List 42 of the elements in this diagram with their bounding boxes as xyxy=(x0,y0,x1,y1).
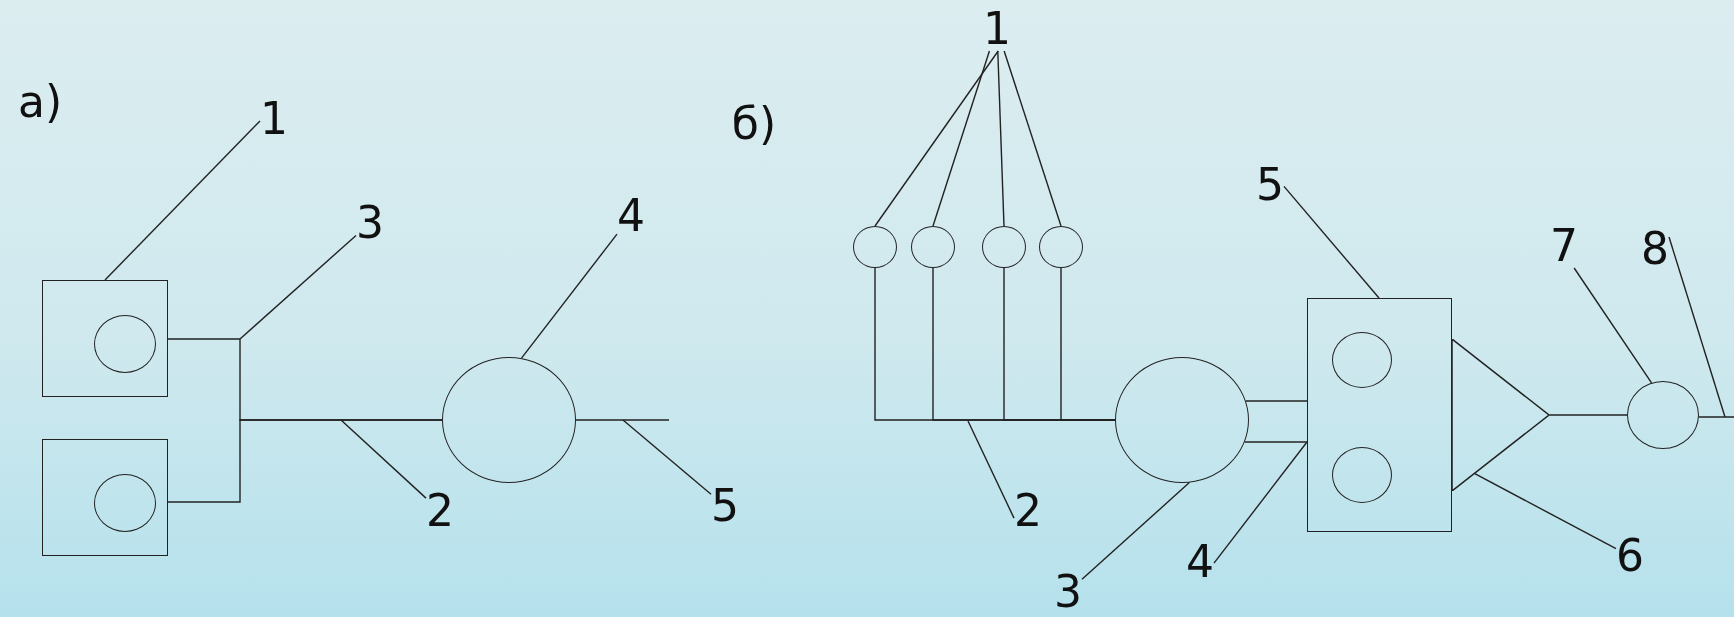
leader-line xyxy=(1473,472,1617,550)
leader-line xyxy=(622,419,712,495)
callout-number: 1 xyxy=(260,97,288,141)
leader-line xyxy=(932,50,991,227)
pipe-line xyxy=(575,419,670,421)
pipe-line xyxy=(1245,400,1308,402)
pipe-line xyxy=(167,419,443,503)
panel-label: б) xyxy=(731,102,777,146)
pipe-line xyxy=(1244,441,1308,443)
rectangle-symbol xyxy=(42,280,168,397)
rectangle-symbol xyxy=(42,439,168,556)
panel-label: а) xyxy=(17,80,63,124)
leader-line xyxy=(1573,267,1653,384)
callout-number: 7 xyxy=(1550,224,1578,268)
leader-line xyxy=(520,233,618,359)
pipe-line xyxy=(1060,267,1116,421)
leader-line xyxy=(1003,50,1062,227)
leader-line xyxy=(997,50,1005,227)
leader-line xyxy=(340,419,427,499)
callout-number: 4 xyxy=(617,194,645,238)
leader-line xyxy=(1668,236,1726,418)
leader-line xyxy=(874,50,999,227)
callout-number: 2 xyxy=(426,489,454,533)
callout-number: 6 xyxy=(1616,534,1644,578)
callout-number: 5 xyxy=(711,484,739,528)
leader-line xyxy=(239,234,357,340)
callout-number: 4 xyxy=(1186,540,1214,584)
callout-number: 8 xyxy=(1641,227,1669,271)
pipe-line xyxy=(1698,416,1734,418)
callout-number: 2 xyxy=(1014,489,1042,533)
leader-line xyxy=(967,420,1015,519)
callout-number: 5 xyxy=(1256,163,1284,207)
leader-line xyxy=(1081,481,1191,581)
rectangle-symbol xyxy=(1307,298,1452,532)
leader-line xyxy=(1283,185,1380,299)
callout-number: 3 xyxy=(1054,570,1082,614)
callout-number: 1 xyxy=(983,7,1011,51)
leader-line xyxy=(1213,441,1308,564)
callout-number: 3 xyxy=(356,201,384,245)
leader-line xyxy=(104,120,261,281)
pipe-line xyxy=(1548,414,1628,416)
triangle-symbol xyxy=(1452,339,1549,491)
